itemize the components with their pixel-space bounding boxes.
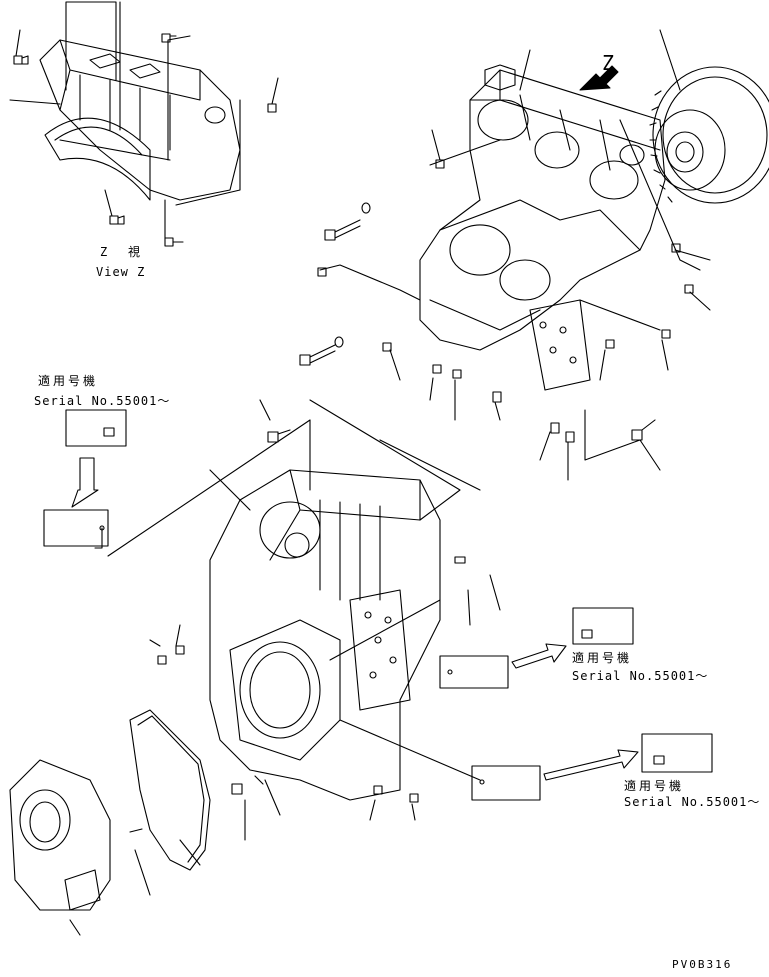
callout-middle (439, 607, 634, 689)
view-direction-letter: Z (602, 51, 614, 75)
callout-right-jp: 適用号機 (624, 778, 684, 793)
fasteners (129, 159, 694, 833)
bolt-icon (161, 33, 177, 43)
bolt-icon (267, 103, 277, 113)
gear-assembly (649, 66, 769, 204)
callout-right (471, 733, 713, 801)
main-transmission-housing (209, 469, 441, 801)
callout-middle-serial: Serial No.55001～ (572, 669, 708, 683)
callout-left-serial: Serial No.55001～ (34, 394, 170, 408)
right-arrow-icon (543, 749, 639, 781)
bolt-icon (13, 55, 29, 65)
callout-right-serial: Serial No.55001～ (624, 795, 760, 809)
bolt-icon (109, 215, 125, 225)
callout-middle-jp: 適用号機 (572, 650, 632, 665)
right-arrow-icon (511, 643, 567, 669)
view-z-word-jp: 視 (128, 244, 141, 259)
callout-left-jp: 適用号機 (38, 373, 98, 388)
drawing-code: PV0B316 (672, 958, 732, 971)
view-direction-arrow-icon (579, 65, 619, 91)
upper-transmission-case (419, 64, 666, 391)
front-cover (9, 759, 111, 911)
view-z-inset (9, 1, 279, 247)
leader-lines (69, 29, 711, 936)
up-arrow-icon (71, 457, 99, 508)
bolt-icon (164, 237, 184, 247)
gasket (129, 709, 211, 871)
callout-left (43, 409, 311, 557)
view-z-letter: Z (100, 245, 108, 259)
view-z-label: View Z (96, 265, 145, 279)
